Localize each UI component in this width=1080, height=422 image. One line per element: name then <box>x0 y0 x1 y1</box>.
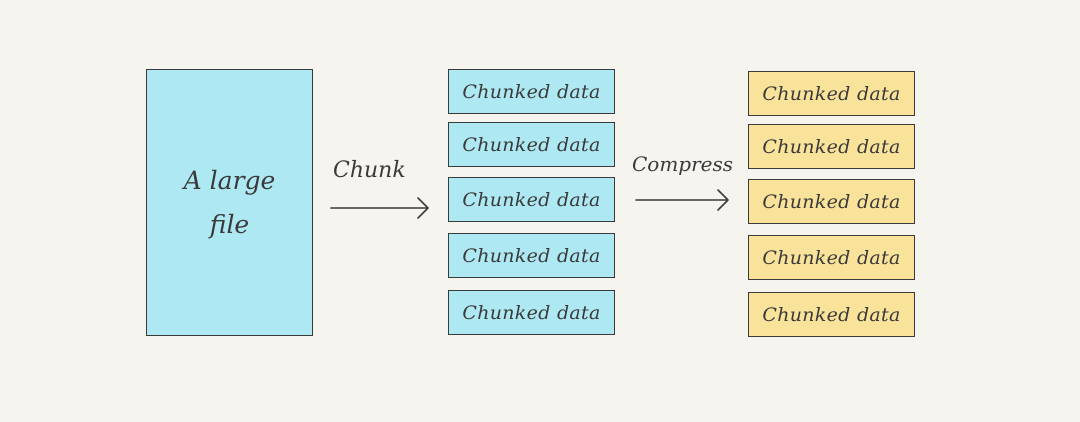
chunk-step-label: Chunk <box>333 158 406 183</box>
compressed-block-3: Chunked data <box>748 179 915 224</box>
large-file-label-line2: file <box>209 209 250 239</box>
chunked-block-5: Chunked data <box>448 290 615 335</box>
large-file-box: A large file <box>146 69 313 336</box>
chunked-block-1: Chunked data <box>448 69 615 114</box>
chunked-block-2: Chunked data <box>448 122 615 167</box>
compress-step-label: Compress <box>632 152 734 176</box>
compressed-block-4: Chunked data <box>748 235 915 280</box>
large-file-label-line1: A large <box>183 165 276 195</box>
compress-arrow <box>635 189 729 211</box>
chunk-arrow <box>330 197 429 219</box>
compressed-block-5: Chunked data <box>748 292 915 337</box>
chunked-block-3: Chunked data <box>448 177 615 222</box>
compressed-block-2: Chunked data <box>748 124 915 169</box>
compressed-block-1: Chunked data <box>748 71 915 116</box>
chunked-block-4: Chunked data <box>448 233 615 278</box>
